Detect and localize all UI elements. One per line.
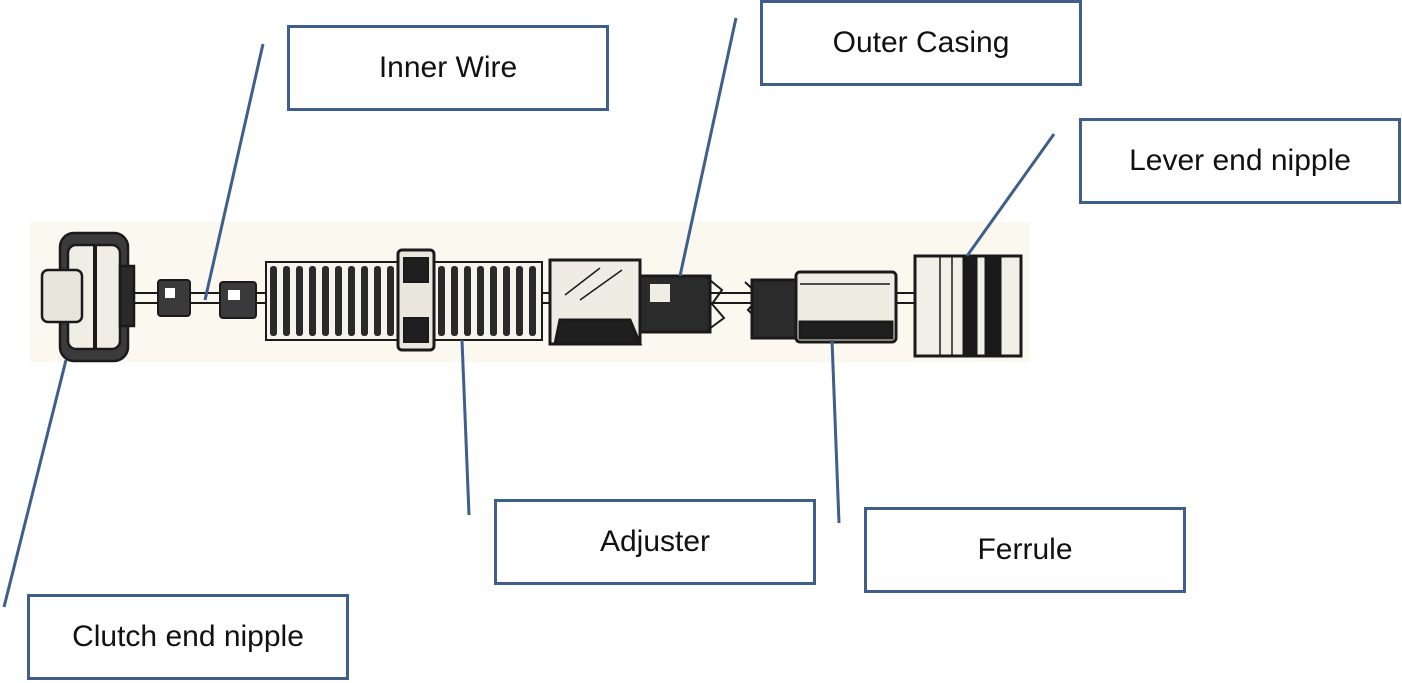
label-outer-casing-text: Outer Casing xyxy=(832,26,1010,59)
lever-end-nipple-drawing xyxy=(913,254,1023,358)
label-inner-wire-text: Inner Wire xyxy=(378,51,518,84)
leader-line-clutch-end-nipple xyxy=(2,359,68,608)
leader-line-outer-casing xyxy=(678,17,738,277)
leader-line-inner-wire xyxy=(203,43,265,301)
leader-line-adjuster xyxy=(460,339,471,516)
clutch-end-nipple-drawing xyxy=(40,231,136,363)
label-clutch-end-nipple-text: Clutch end nipple xyxy=(72,620,304,653)
leader-line-ferrule xyxy=(830,339,841,524)
label-ferrule-text: Ferrule xyxy=(977,533,1073,566)
label-adjuster: Adjuster xyxy=(494,499,816,585)
label-adjuster-text: Adjuster xyxy=(599,525,711,558)
ferrule-drawing xyxy=(744,270,898,344)
label-inner-wire: Inner Wire xyxy=(287,25,609,111)
leader-line-lever-end-nipple xyxy=(965,133,1056,257)
label-ferrule: Ferrule xyxy=(864,507,1186,593)
wire-sleeves-drawing xyxy=(157,279,257,319)
label-lever-end-nipple-text: Lever end nipple xyxy=(1129,144,1351,177)
label-outer-casing: Outer Casing xyxy=(760,0,1082,86)
label-clutch-end-nipple: Clutch end nipple xyxy=(27,594,349,680)
adjuster-thread-drawing xyxy=(265,248,543,352)
outer-casing-drawing xyxy=(548,258,726,346)
leader-lines xyxy=(2,17,1056,608)
label-lever-end-nipple: Lever end nipple xyxy=(1079,118,1401,204)
